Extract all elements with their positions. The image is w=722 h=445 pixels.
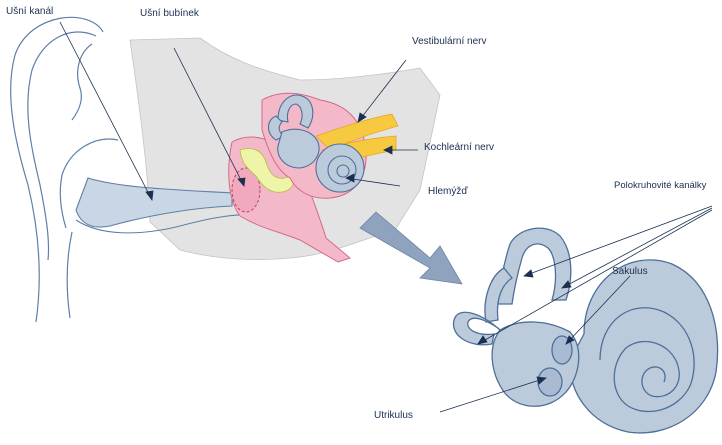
label-utricle: Utrikulus <box>374 410 413 421</box>
label-cochlear-nerve: Kochleární nerv <box>424 142 494 153</box>
pinna-helix-fold <box>72 44 92 120</box>
label-eardrum: Ušní bubínek <box>140 8 199 19</box>
leader-semi-1-head <box>524 270 533 277</box>
label-vestibular-nerve: Vestibulární nerv <box>412 36 487 47</box>
pinna-outer-rim <box>11 17 103 322</box>
large-labyrinth <box>453 228 717 433</box>
label-semicircular-canals: Polokruhovité kanálky <box>614 180 706 191</box>
label-ear-canal: Ušní kanál <box>6 6 53 17</box>
label-saccule: Sakulus <box>612 266 648 277</box>
label-cochlea: Hlemýžď <box>428 186 467 197</box>
large-canal-superior <box>498 228 571 304</box>
zoom-arrow <box>360 212 462 284</box>
small-vestibule <box>278 129 319 168</box>
pinna <box>11 17 118 322</box>
large-cochlea <box>570 260 718 433</box>
small-cochlea-outer <box>316 144 364 192</box>
large-vestibule <box>492 322 579 406</box>
lobe-line <box>67 232 72 318</box>
